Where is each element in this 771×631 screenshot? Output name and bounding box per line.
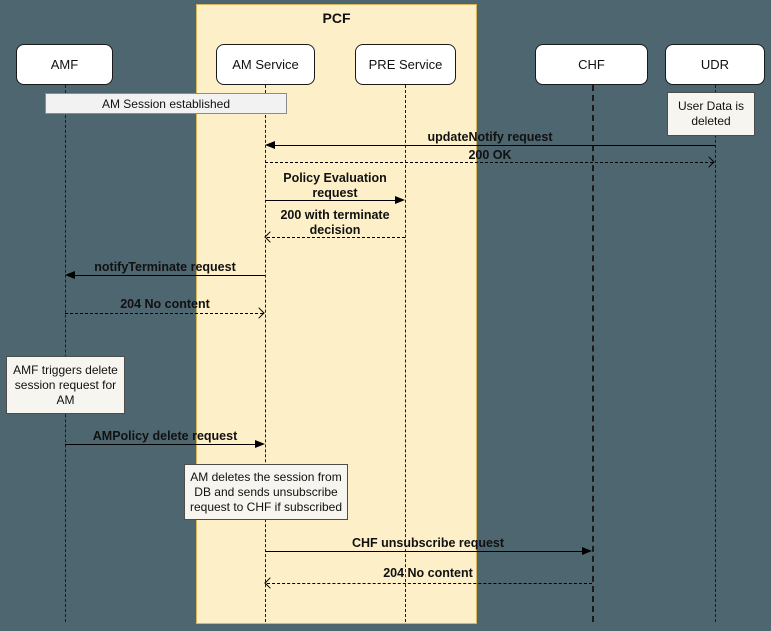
note-user-data-deleted: User Data is deleted bbox=[667, 92, 755, 136]
message-204-no-content-2-label: 204 No content bbox=[383, 566, 473, 580]
lifeline-pre-service bbox=[405, 85, 406, 622]
participant-amf-label: AMF bbox=[50, 57, 79, 72]
note-am-session-established: AM Session established bbox=[45, 93, 287, 114]
participant-am-service-label: AM Service bbox=[232, 57, 299, 72]
arrowhead-left-icon bbox=[265, 141, 275, 149]
message-chf-unsubscribe-label: CHF unsubscribe request bbox=[351, 536, 505, 550]
arrowhead-right-icon bbox=[395, 196, 405, 204]
note-am-deletes-session: AM deletes the session from DB and sends… bbox=[184, 464, 348, 520]
message-200-ok-line bbox=[265, 162, 713, 163]
message-notifyterminate-label: notifyTerminate request bbox=[94, 260, 236, 274]
open-arrowhead-right-icon bbox=[703, 156, 715, 168]
lifeline-amf bbox=[65, 85, 66, 622]
lifeline-chf bbox=[592, 85, 594, 622]
message-ampolicy-delete-label: AMPolicy delete request bbox=[92, 429, 238, 443]
participant-chf: CHF bbox=[535, 44, 648, 85]
participant-pre-service: PRE Service bbox=[355, 44, 456, 85]
participant-amf: AMF bbox=[16, 44, 113, 85]
message-updatenotify-line bbox=[274, 145, 715, 146]
arrowhead-right-icon bbox=[582, 547, 592, 555]
participant-udr-label: UDR bbox=[700, 57, 730, 72]
message-204-no-content-2-line bbox=[267, 583, 592, 584]
message-policy-evaluation-line bbox=[265, 200, 396, 201]
lifeline-udr bbox=[715, 85, 716, 622]
message-updatenotify-label: updateNotify request bbox=[427, 130, 553, 144]
arrowhead-right-icon bbox=[255, 440, 265, 448]
arrowhead-left-icon bbox=[65, 271, 75, 279]
message-204-no-content-line bbox=[65, 313, 263, 314]
note-amf-triggers-delete: AMF triggers delete session request for … bbox=[6, 356, 125, 414]
pcf-group-title: PCF bbox=[322, 10, 351, 26]
message-ampolicy-delete-line bbox=[65, 444, 255, 445]
participant-pre-service-label: PRE Service bbox=[368, 57, 443, 72]
message-policy-evaluation-label: Policy Evaluation request bbox=[283, 171, 387, 200]
participant-udr: UDR bbox=[665, 44, 765, 85]
message-200-ok-label: 200 OK bbox=[468, 148, 512, 162]
message-204-no-content-label: 204 No content bbox=[120, 297, 210, 311]
participant-am-service: AM Service bbox=[216, 44, 315, 85]
participant-chf-label: CHF bbox=[578, 57, 605, 72]
message-notifyterminate-line bbox=[74, 275, 265, 276]
message-terminate-decision-label: 200 with terminate decision bbox=[280, 208, 390, 237]
message-chf-unsubscribe-line bbox=[265, 551, 582, 552]
message-terminate-decision-line bbox=[267, 237, 405, 238]
lifeline-am-service bbox=[265, 85, 266, 622]
